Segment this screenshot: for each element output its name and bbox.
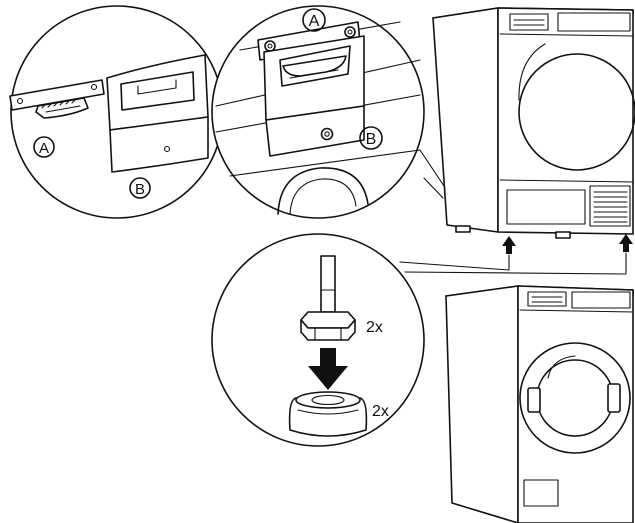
label-b-text: B <box>135 181 145 198</box>
bracket-b-part <box>106 54 209 173</box>
foot-quantity-label: 2x <box>366 319 383 336</box>
label-a-circle <box>33 136 55 158</box>
arrow-connector-line <box>399 254 510 271</box>
foot-position-arrow-right <box>619 234 633 252</box>
detail-connector-line <box>423 177 444 199</box>
label-b-callout-circle <box>359 126 383 150</box>
filter-flap <box>523 479 559 507</box>
bracket-a-part <box>9 79 105 119</box>
washing-machine-appliance <box>445 285 634 523</box>
arrow-connector-line-2 <box>404 252 627 275</box>
down-arrow <box>308 348 348 390</box>
dryer-door <box>518 53 635 171</box>
foot-detail-circle: 2x 2x <box>211 233 425 447</box>
foot-position-arrow-left <box>502 236 516 254</box>
label-b-callout-text: B <box>366 131 377 148</box>
installed-bracket-circle: A B <box>211 5 425 219</box>
bracket-detail-circle: A B <box>9 5 224 219</box>
label-a-callout-circle <box>302 8 326 32</box>
washer-door-handle <box>527 387 541 413</box>
label-b-circle <box>129 177 151 199</box>
washer-door-hinge <box>607 383 621 413</box>
detail-connector-line-2 <box>419 149 445 187</box>
rubber-base-part <box>288 391 368 437</box>
dryer-vent-grille <box>589 185 631 227</box>
label-a-callout-text: A <box>309 13 320 30</box>
installed-bracket-b <box>263 35 365 157</box>
washer-door <box>519 342 631 454</box>
dryer-appliance <box>432 7 635 239</box>
base-quantity-label: 2x <box>372 403 389 420</box>
adjustable-foot-part <box>300 255 356 341</box>
label-a-text: A <box>39 140 49 157</box>
